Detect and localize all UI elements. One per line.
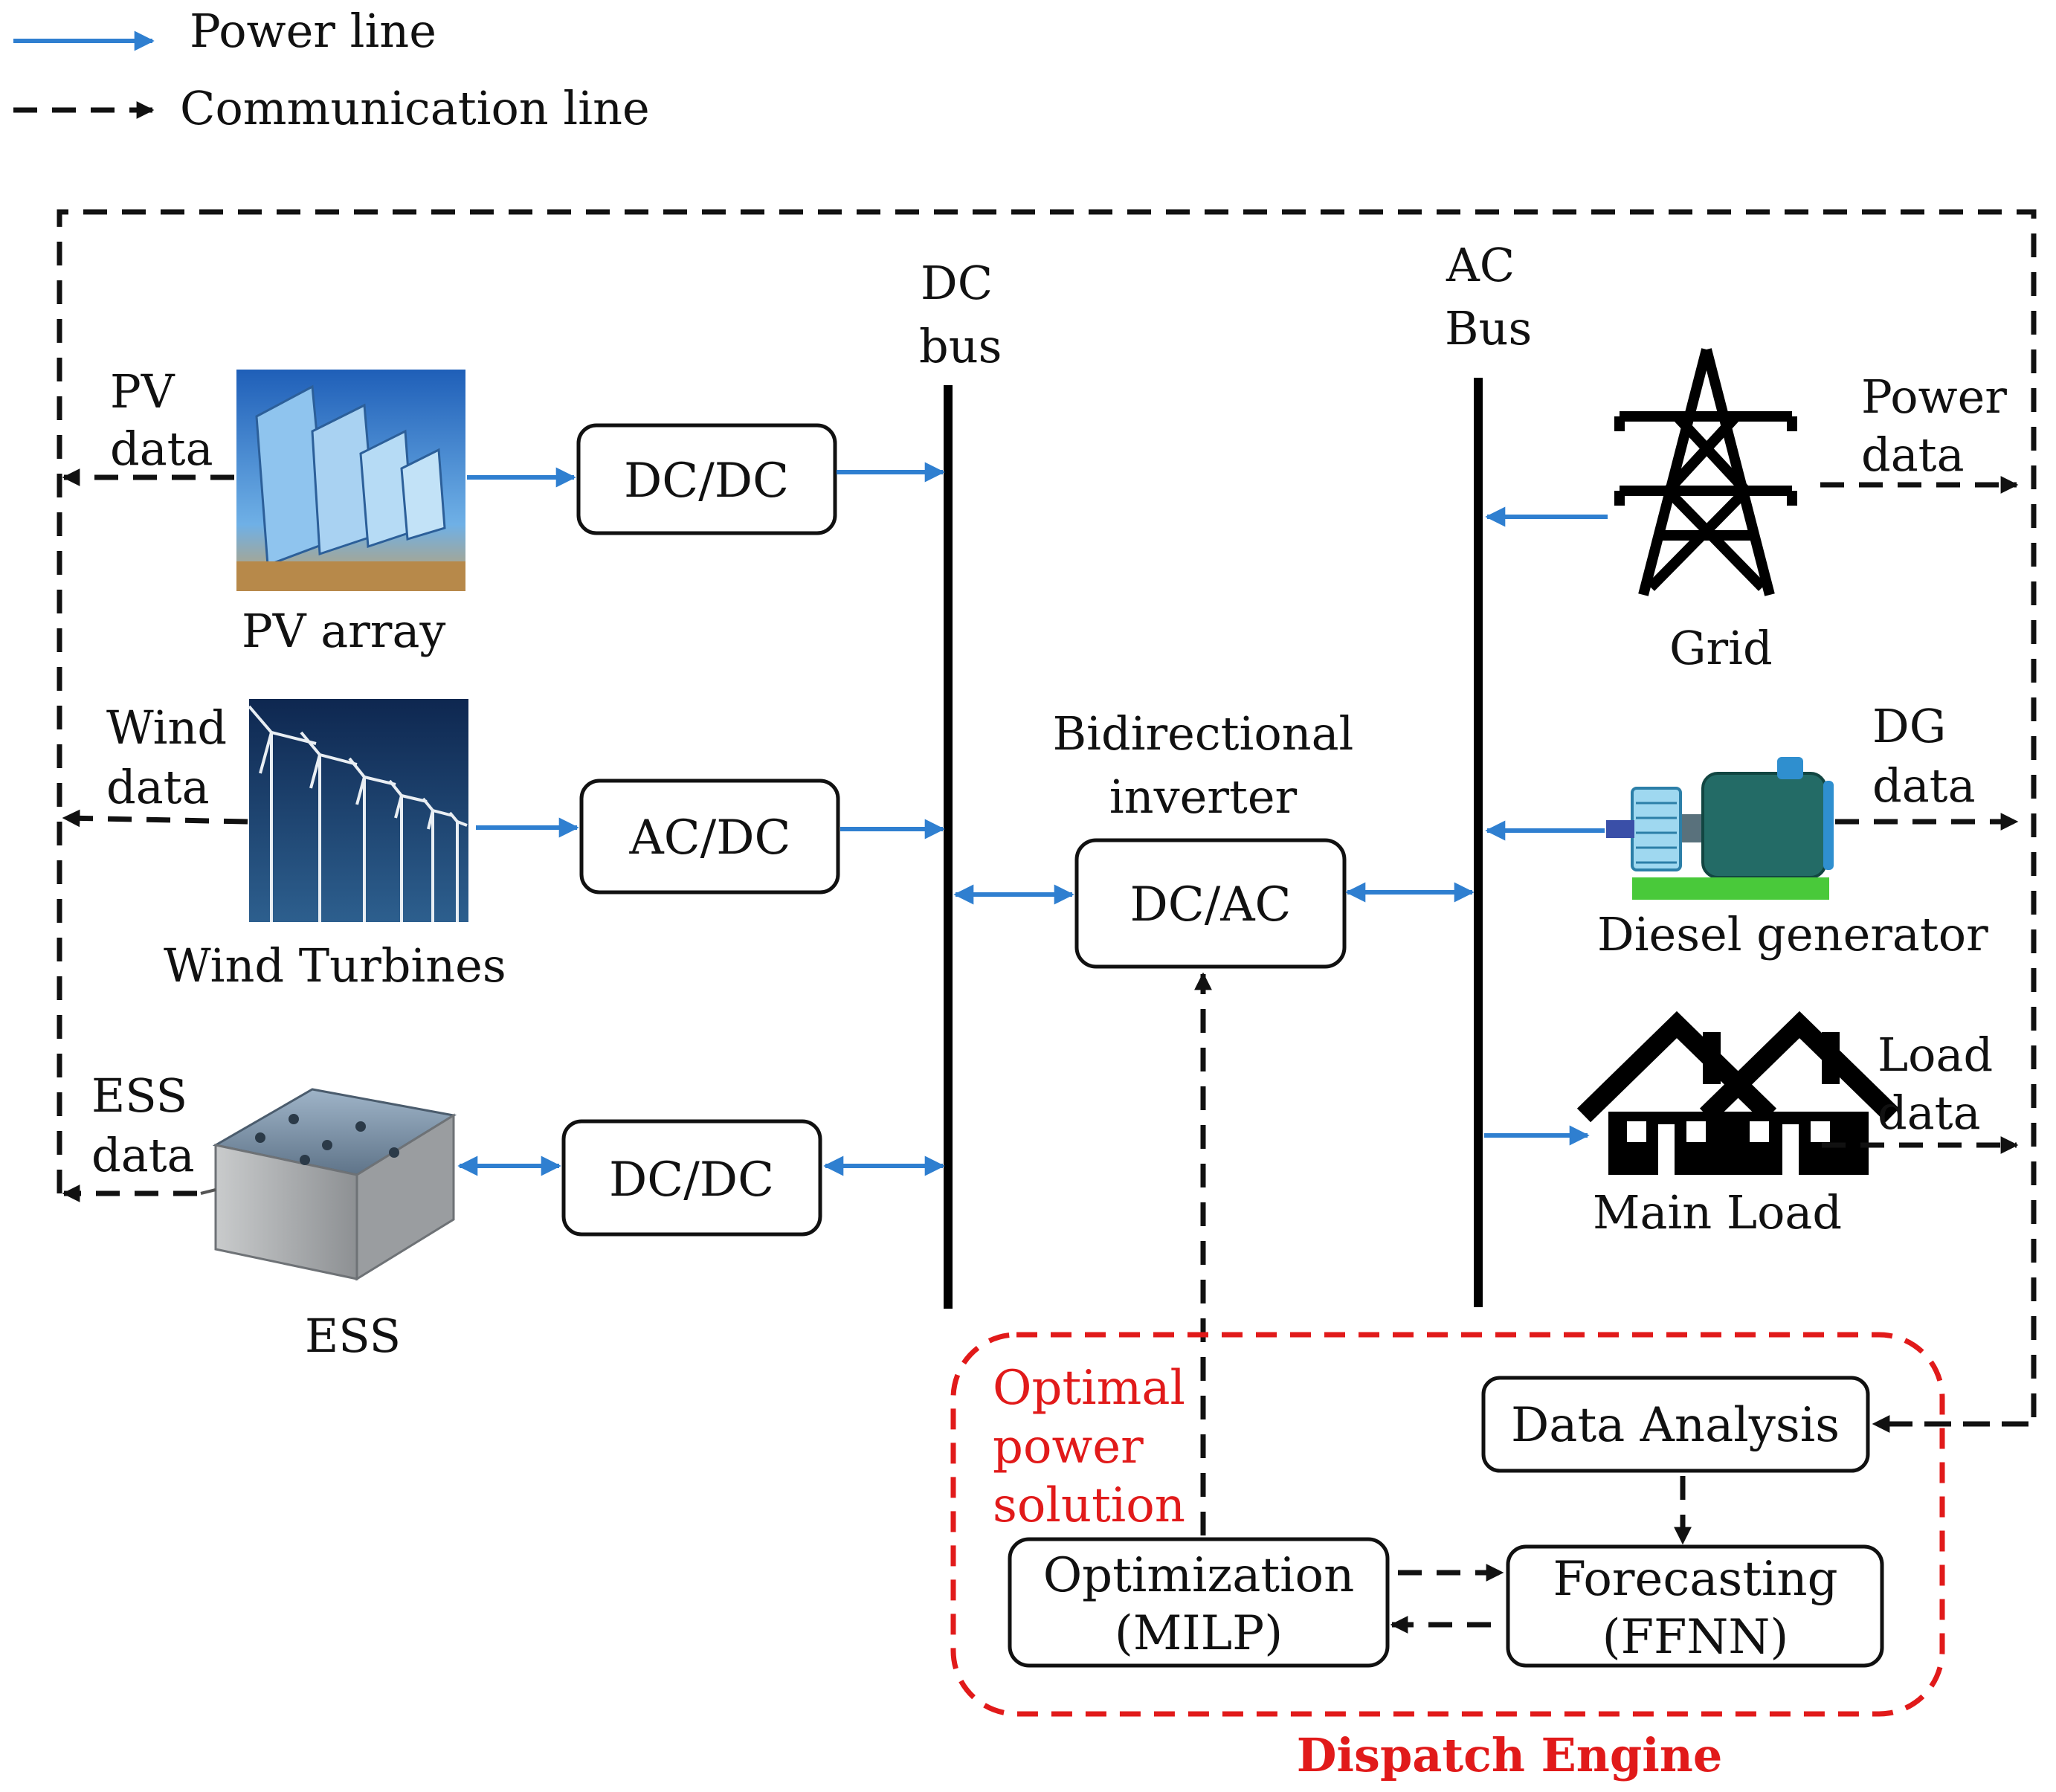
legend: Power line Communication line: [13, 4, 650, 135]
optimal-solution-label-line3: solution: [993, 1478, 1185, 1533]
forecasting-box: [1506, 1544, 1884, 1668]
diesel-generator-label: Diesel generator: [1597, 907, 1988, 961]
pv-data-label-line2: data: [110, 422, 213, 476]
pv-data-label-line1: PV: [110, 364, 175, 419]
wind-converter-box: [579, 779, 840, 895]
inverter-title-line1: Bidirectional: [1053, 706, 1354, 761]
optimization-label-line1: Optimization: [1043, 1548, 1355, 1603]
optimal-solution-label-line2: power: [993, 1419, 1144, 1474]
wind-turbines-image: [248, 699, 468, 922]
inverter-box: [1074, 838, 1347, 969]
inverter-label: DC/AC: [1129, 877, 1291, 932]
ess-battery-image: [200, 1088, 457, 1281]
dispatch-engine-boundary: [950, 1332, 1945, 1717]
optimization-box: [1008, 1537, 1390, 1668]
pv-array-image: [236, 370, 465, 591]
dispatch-engine-title: Dispatch Engine: [1297, 1728, 1723, 1782]
wind-data-label-line1: Wind: [106, 700, 227, 755]
house-load-icon: [1576, 1011, 1900, 1175]
wind-data-label-line2: data: [106, 760, 210, 814]
data-analysis-box: [1481, 1376, 1870, 1473]
ac-bus-label-line2: Bus: [1445, 301, 1532, 355]
load-data-label-line1: Load: [1878, 1028, 1993, 1082]
wind-data-arrow: [62, 809, 248, 828]
forecasting-label-line2: (FFNN): [1602, 1610, 1789, 1665]
grid-label: Grid: [1669, 621, 1773, 675]
ess-converter-box: [561, 1119, 822, 1237]
grid-data-label-line1: Power: [1861, 370, 2007, 424]
ac-bus-label-line1: AC: [1446, 238, 1515, 292]
diesel-data-label-line1: DG: [1872, 699, 1946, 753]
optimal-solution-label-line1: Optimal: [993, 1361, 1185, 1416]
pv-converter-label: DC/DC: [624, 454, 789, 509]
ess-label: ESS: [305, 1309, 401, 1363]
grid-data-label-line2: data: [1861, 428, 1965, 482]
optimization-label-line2: (MILP): [1115, 1606, 1283, 1661]
legend-communication-line-label: Communication line: [180, 81, 650, 135]
ess-data-label-line1: ESS: [91, 1069, 187, 1123]
grid-tower-icon: [1614, 348, 1797, 596]
communication-bus-frame: [57, 209, 2037, 1427]
forecasting-label-line1: Forecasting: [1553, 1552, 1837, 1607]
ess-data-label-line2: data: [91, 1128, 195, 1182]
wind-turbines-label: Wind Turbines: [164, 938, 506, 993]
diesel-generator-icon: [1606, 757, 1834, 900]
ess-converter-label: DC/DC: [609, 1153, 774, 1208]
dc-bus-label-line1: DC: [921, 256, 993, 310]
legend-power-line-label: Power line: [190, 4, 436, 58]
inverter-title-line2: inverter: [1109, 770, 1298, 824]
main-load-label: Main Load: [1593, 1185, 1842, 1240]
data-analysis-label: Data Analysis: [1511, 1398, 1840, 1453]
dc-bus-label-line2: bus: [919, 319, 1002, 373]
pv-converter-box: [576, 423, 837, 535]
pv-array-label: PV array: [242, 604, 445, 658]
load-data-label-line2: data: [1878, 1086, 1981, 1140]
diesel-data-label-line2: data: [1872, 758, 1976, 813]
wind-converter-label: AC/DC: [628, 810, 790, 866]
